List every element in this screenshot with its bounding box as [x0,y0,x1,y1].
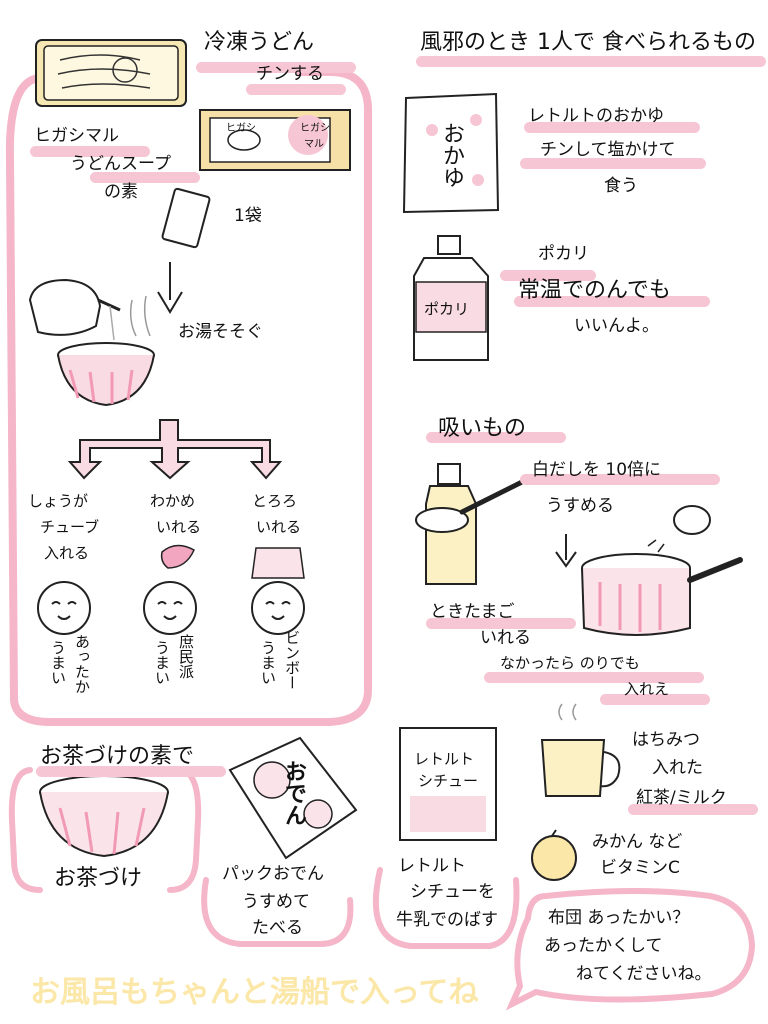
branch-arrows-icon [67,419,283,480]
egg-icon [647,505,711,553]
oden-pack-icon [228,736,358,860]
stew-box-line1: レトルト [414,750,475,768]
stew-line1: レトルト [398,856,466,876]
frozen-udon-package-icon [35,39,187,107]
bubble-line3: ねてくださいね。 [576,964,712,984]
oden-line1: パックおでん [222,864,324,884]
ladle-icon [415,475,533,533]
pot-icon [581,553,743,636]
wakame-icon [160,544,195,569]
bubble-line1: 布団 あったかい？ [548,908,690,928]
vitamin-line2: ビタミンC [600,858,680,878]
soup-title: 吸いもの [438,416,527,441]
okayu-pack-label: おかゆ [439,122,464,188]
ochazuke-bowl-icon [39,775,169,858]
stew-box-icon [399,727,497,841]
kettle-icon [28,278,121,341]
bubble-line2: あったかくして [544,936,663,956]
pocari-bottle-icon [413,235,489,361]
udon-frame [5,68,372,726]
okayu-line1: レトルトのおかゆ [528,106,664,126]
soup-step1-line2: うすめる [546,496,614,516]
steam-icon [129,295,151,337]
egg-line1: ときたまご [430,602,515,622]
pocari-bottle-label: ポカリ [424,300,470,318]
soup-sachet-icon [161,187,211,249]
stew-line3: 牛乳でのばす [396,910,498,930]
ochazuke-title: お茶づけの素で [40,744,195,769]
ginger-line3: 入れる [44,544,90,562]
ginger-line1: しょうが [28,492,89,510]
vitamin-line1: みかん など [592,832,683,852]
udon-bowl-icon [57,342,155,407]
nori-line1: なかったら のりでも [500,654,640,672]
stew-line2: シチューを [410,882,495,902]
soup-brand-line2: うどんスープ [70,154,171,174]
oden-line3: たべる [252,918,303,938]
okayu-pack-icon [402,92,500,214]
soup-pack-label-1: ヒガシ [226,123,256,134]
face-icon-ginger [37,581,91,635]
okayu-line2: チンして塩かけて [540,140,676,160]
tea-line2: 入れた [652,758,703,778]
soup-pack-label-1b: ヒガシ [300,123,330,134]
tororo-reaction2: ビンボー [283,630,301,690]
egg-line2: いれる [480,628,531,648]
oden-pack-label: おでん [281,760,306,826]
nori-line2: 入れえ [624,680,670,698]
stew-box-line2: シチュー [418,772,479,790]
tororo-icon [251,547,305,579]
sick-food-title: 風邪のとき 1人で 食べられるもの [420,30,756,55]
ochazuke-frame [8,767,43,893]
oden-frame [201,877,354,947]
pocari-line3: いいんよ。 [574,316,659,336]
soup-brand-line1: ヒガシマル [34,126,119,146]
oden-line2: うすめて [242,892,310,912]
down-arrow-icon [157,262,183,314]
mikan-icon [531,829,577,881]
stew-frame [372,867,520,949]
udon-title: 冷凍うどん [204,30,315,55]
ochazuke-label: お茶づけ [54,866,143,891]
tea-line1: はちみつ [632,730,700,750]
pocari-line1: ポカリ [538,244,589,264]
microwave-label: チンする [256,64,324,84]
tororo-line1: とろろ [252,492,298,510]
pour-label: お湯そそぐ [178,322,263,342]
tororo-reaction1: うまい [259,640,277,685]
okayu-line3: 食う [604,176,638,196]
wakame-line2: いれる [156,518,202,536]
ginger-line2: チューブ [40,518,100,536]
soup-step1-line1: 白だしを 10倍に [532,460,662,480]
soup-box-icon [199,109,351,171]
down-arrow-icon-2 [555,534,577,568]
footer-message: お風呂もちゃんと湯船で入ってね [30,975,479,1010]
face-icon-wakame [143,581,197,635]
ginger-reaction1: うまい [49,640,67,685]
tea-line3: 紅茶/ミルク [636,788,727,808]
wakame-line1: わかめ [150,492,196,510]
soup-pack-label-2: マル [304,139,324,150]
mug-icon [540,703,621,797]
ginger-reaction2: あったか [73,634,91,694]
tororo-line2: いれる [256,518,302,536]
soup-brand-line3: の素 [104,182,138,202]
one-bag-label: 1袋 [234,206,262,226]
wakame-reaction2: 庶民派 [177,634,195,679]
wakame-reaction1: うまい [153,640,171,685]
pocari-line2: 常温でのんでも [518,278,671,303]
speech-bubble [505,888,756,1011]
face-icon-tororo [251,581,305,635]
